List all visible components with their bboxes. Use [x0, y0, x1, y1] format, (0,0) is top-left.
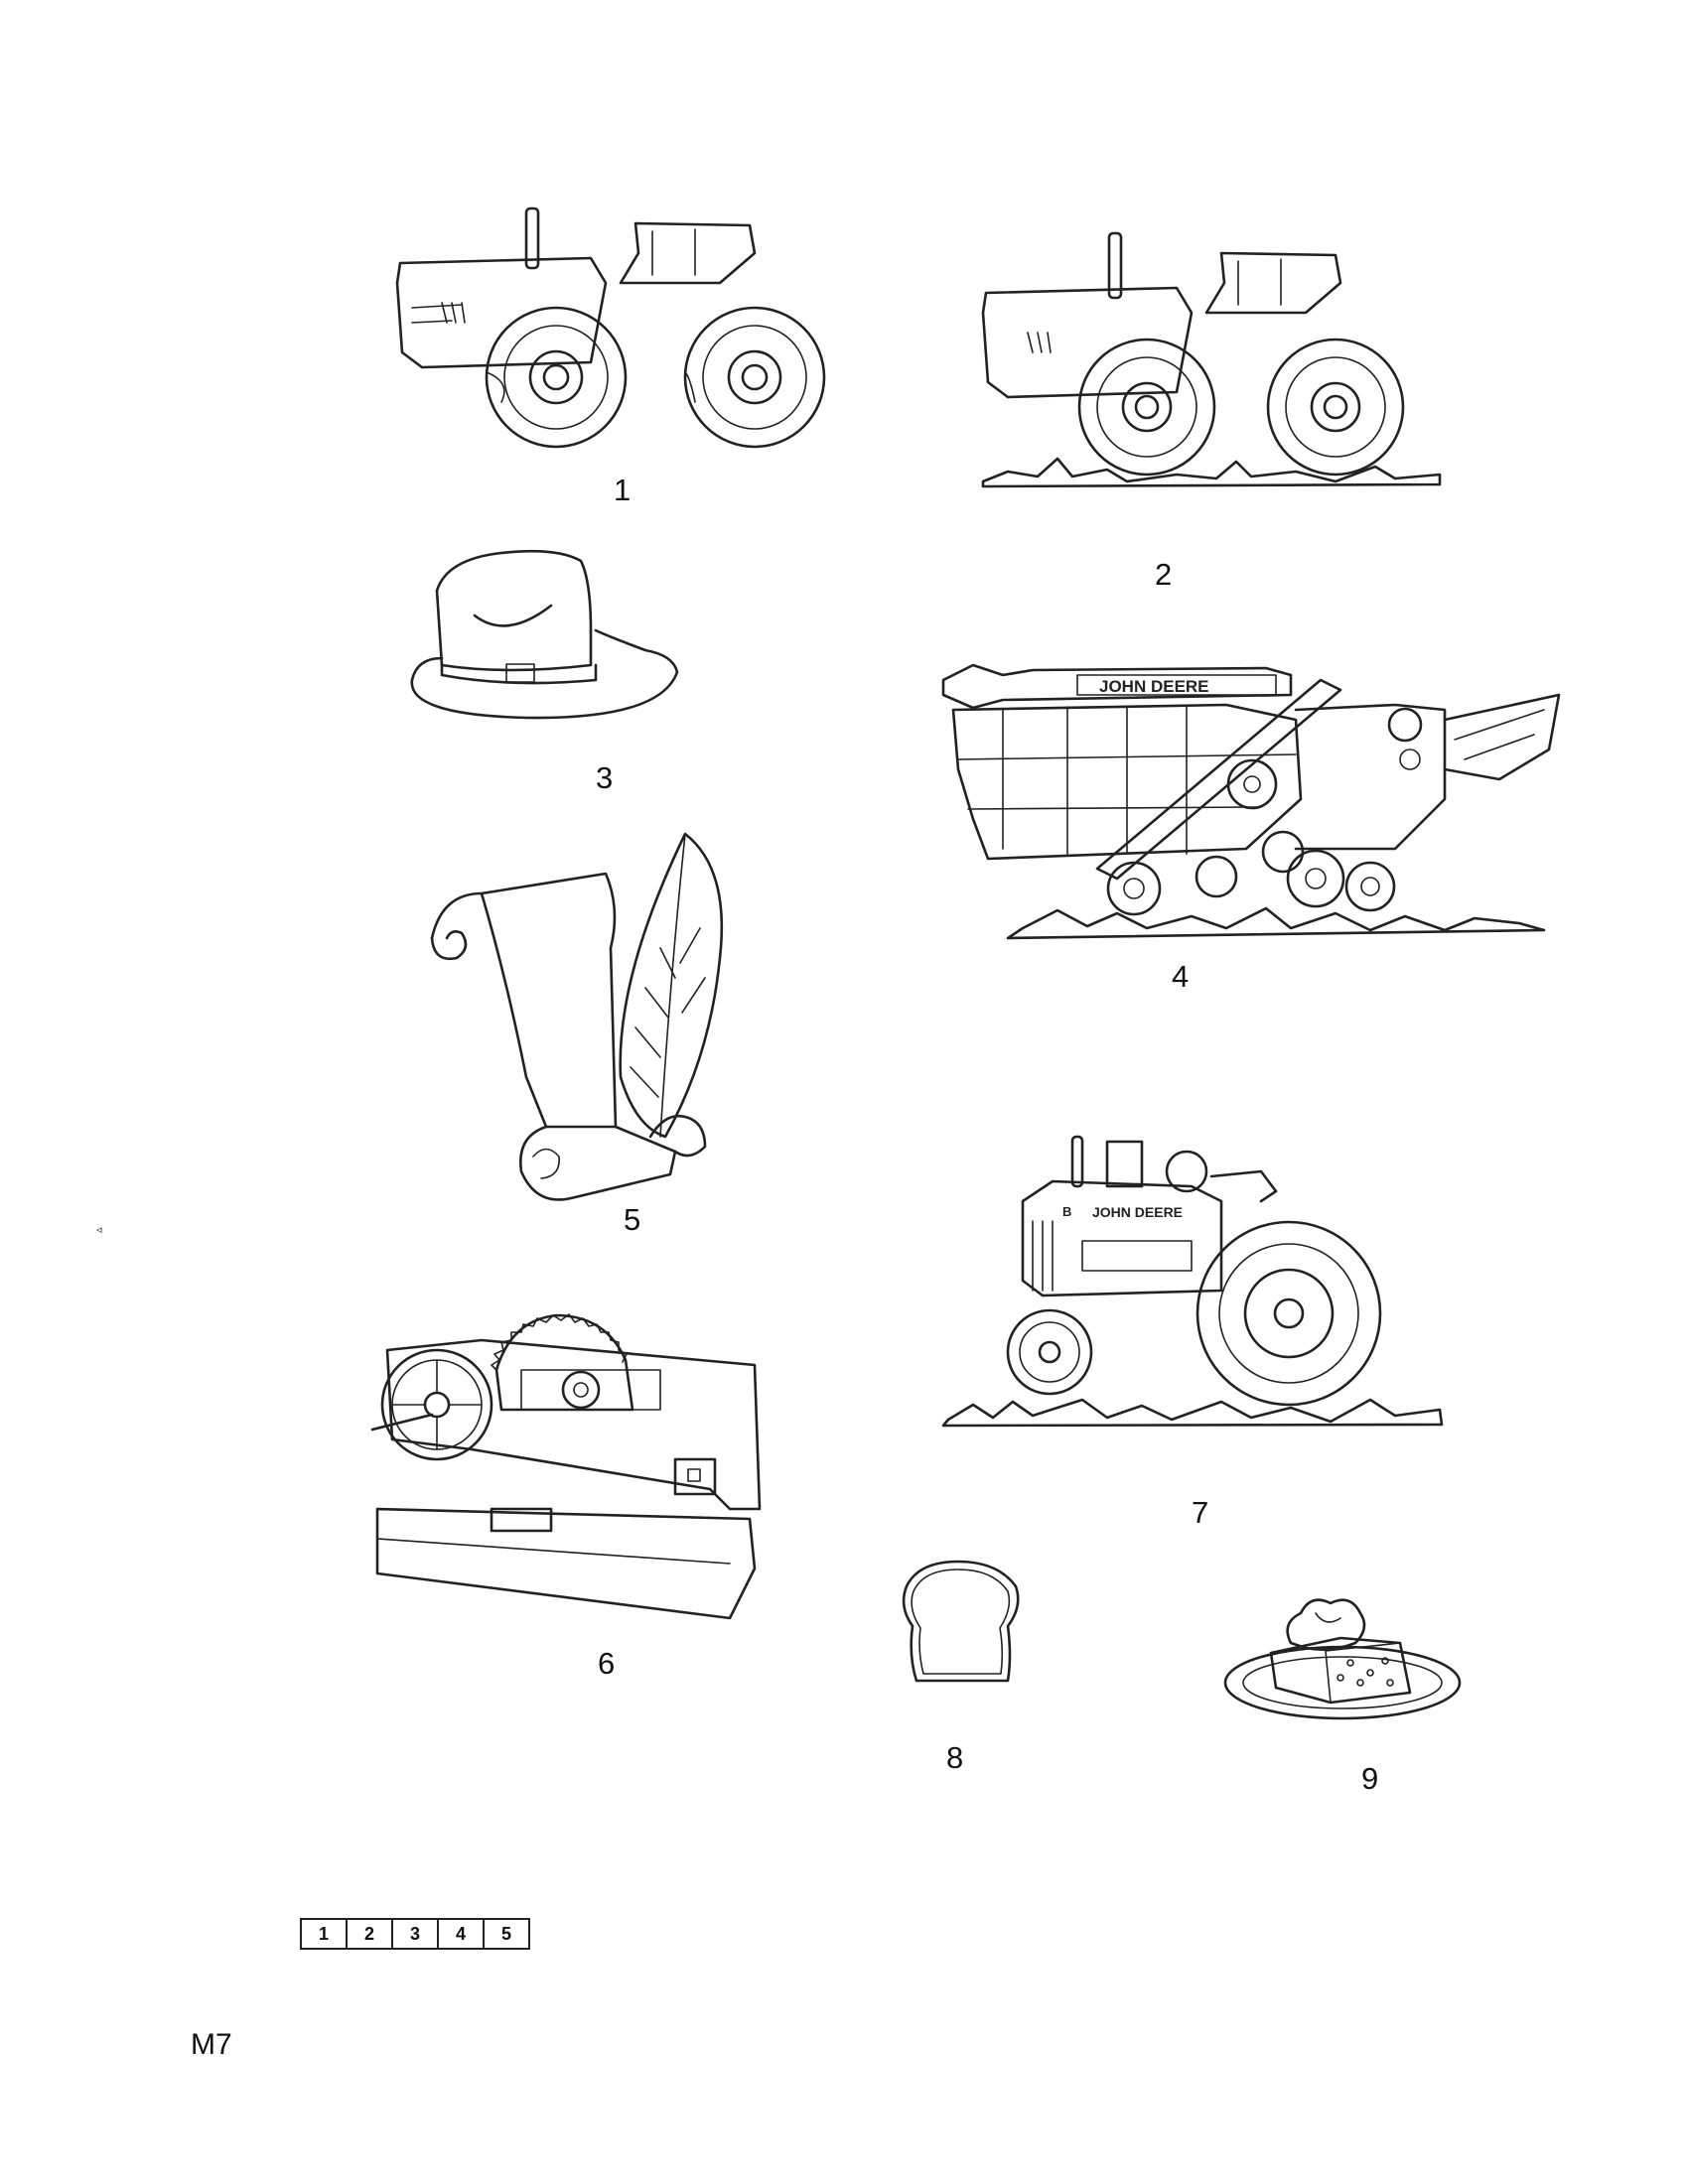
page-marker-glyph: ◃ — [96, 1224, 102, 1236]
scale-strip: 1 2 3 4 5 — [300, 1918, 530, 1950]
figure-number: 5 — [624, 1202, 641, 1237]
combine-inscription: JOHN DEERE — [1099, 677, 1209, 696]
scale-cell: 5 — [500, 1923, 511, 1944]
tractor-letter: B — [1062, 1204, 1071, 1219]
figure-number: 8 — [946, 1740, 964, 1775]
scale-cell: 1 — [302, 1920, 348, 1948]
figure-number: 1 — [614, 473, 632, 507]
scale-cell: 2 — [348, 1920, 393, 1948]
cake-on-plate-illustration — [1221, 1583, 1465, 1722]
figure-number: 9 — [1361, 1761, 1379, 1796]
figure-number: 3 — [596, 760, 614, 795]
figure-number: 6 — [598, 1646, 616, 1681]
scale-cell: 3 — [393, 1920, 439, 1948]
document-code: M7 — [191, 2028, 232, 2061]
hat-illustration — [407, 541, 685, 720]
tractor-inscription: JOHN DEERE — [1092, 1204, 1183, 1220]
tractor-on-grass-illustration — [978, 228, 1445, 491]
sawmill-illustration — [370, 1310, 789, 1643]
figure-number: 4 — [1172, 959, 1190, 994]
scale-cell: 4 — [439, 1920, 485, 1948]
combine-harvester-illustration: JOHN DEERE — [928, 650, 1569, 943]
scroll-and-quill-illustration — [422, 829, 740, 1216]
tractor-illustration — [392, 204, 844, 452]
figure-number: 7 — [1192, 1495, 1209, 1530]
figure-number: 2 — [1155, 557, 1173, 592]
bread-slice-illustration — [899, 1557, 1023, 1686]
vintage-tractor-illustration: B JOHN DEERE — [933, 1132, 1450, 1430]
